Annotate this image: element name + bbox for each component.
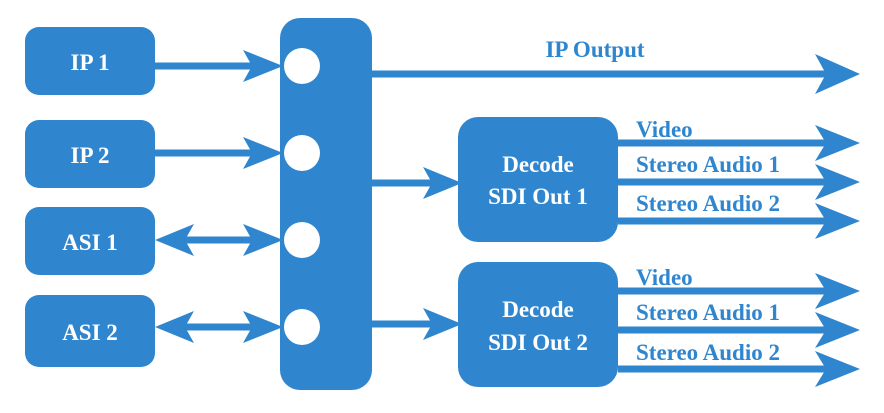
arrow-hub-to-decoder-1 [372,167,462,199]
decoder-2: Decode SDI Out 2 [458,262,618,387]
arrow-asi2-bidirectional [155,311,283,343]
decoder-1-subtitle: SDI Out 1 [488,184,588,209]
ip-output-arrowhead [815,54,860,94]
input-asi1: ASI 1 [25,207,155,275]
ip-output-label: IP Output [545,37,644,62]
decoder-2-title: Decode [502,297,574,322]
input-asi2-box [25,295,155,367]
arrow-hub-to-decoder-2 [372,308,462,340]
ip-output: IP Output [372,37,860,94]
decoder-2-output-stereo-1: Stereo Audio 1 [636,300,780,325]
input-ip1-label: IP 1 [71,50,110,75]
decoder-1-output-stereo-2: Stereo Audio 2 [636,191,780,216]
arrow-ip1-to-hub [155,50,283,82]
decoder-1-outputs: Video Stereo Audio 1 Stereo Audio 2 [618,117,860,239]
decoder-1: Decode SDI Out 1 [458,117,618,242]
hub-switch [280,18,372,390]
input-asi1-label: ASI 1 [62,230,118,255]
input-ip2: IP 2 [25,120,155,188]
decoder-1-box [458,117,618,242]
decoder-2-box [458,262,618,387]
decoder-2-subtitle: SDI Out 2 [488,330,588,355]
hub-port-3 [284,222,320,258]
input-ip1: IP 1 [25,27,155,95]
decoder-1-title: Decode [502,152,574,177]
input-asi1-box [25,207,155,275]
decoder-2-output-stereo-2: Stereo Audio 2 [636,340,780,365]
hub-port-2 [284,135,320,171]
input-ip2-label: IP 2 [71,143,110,168]
decoder-1-output-video: Video [636,117,693,142]
decoder-2-outputs: Video Stereo Audio 1 Stereo Audio 2 [618,265,860,387]
input-asi2-label: ASI 2 [62,320,118,345]
arrow-ip2-to-hub [155,137,283,169]
arrow-asi1-bidirectional [155,224,283,256]
input-ip2-box [25,120,155,188]
hub-port-1 [284,48,320,84]
input-asi2: ASI 2 [25,295,155,367]
hub-port-4 [284,309,320,345]
input-ip1-box [25,27,155,95]
decoder-1-output-stereo-1: Stereo Audio 1 [636,152,780,177]
hub-body [280,18,372,390]
decoder-2-output-video: Video [636,265,693,290]
